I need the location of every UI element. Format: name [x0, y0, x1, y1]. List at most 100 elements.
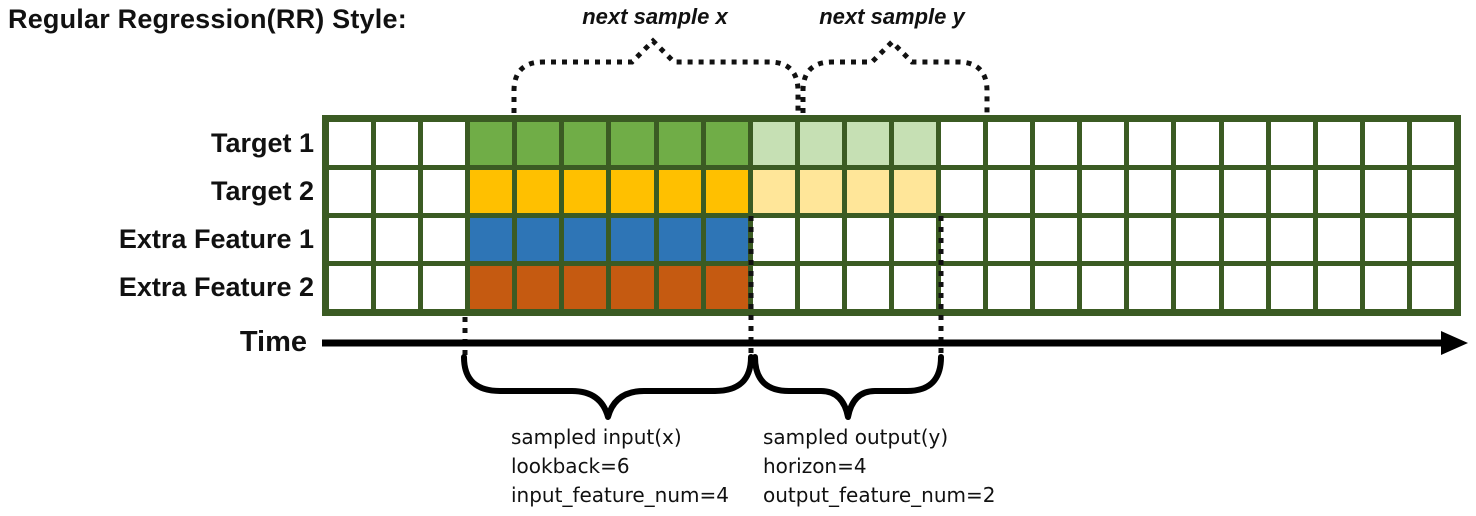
output-feature-num-value: output_feature_num=2 — [763, 483, 996, 507]
grid-cell — [1035, 266, 1078, 309]
grid-cell — [799, 266, 842, 309]
grid-cell — [517, 122, 560, 165]
grid-cell — [1082, 170, 1125, 213]
grid-cell — [1411, 266, 1454, 309]
grid-cell — [470, 170, 513, 213]
sampled-output-title: sampled output(y) — [763, 425, 949, 449]
next-sample-x-label: next sample x — [582, 4, 728, 29]
grid-cell — [1317, 218, 1360, 261]
grid-cell — [517, 266, 560, 309]
next-sample-x-brace — [511, 37, 801, 113]
grid-cell — [611, 122, 654, 165]
grid-cell — [752, 122, 795, 165]
grid-cell — [799, 122, 842, 165]
grid-cell — [705, 266, 748, 309]
grid-cell — [705, 218, 748, 261]
row-label: Target 1 — [210, 128, 314, 158]
grid-cell — [988, 266, 1031, 309]
grid-cell — [376, 266, 419, 309]
grid-cell — [564, 266, 607, 309]
sampled-input-brace — [461, 354, 754, 420]
grid-cell — [941, 266, 984, 309]
grid-cell — [846, 266, 889, 309]
grid-cell — [517, 218, 560, 261]
grid-cell — [705, 122, 748, 165]
grid-cell — [1364, 218, 1407, 261]
grid-cell — [1035, 218, 1078, 261]
grid-cell — [1270, 170, 1313, 213]
grid-cell — [1223, 218, 1266, 261]
grid-cell — [564, 170, 607, 213]
row-label: Extra Feature 1 — [118, 224, 314, 254]
grid-cell — [329, 218, 372, 261]
grid-cell — [941, 218, 984, 261]
grid-cell — [893, 218, 937, 261]
grid-cell — [470, 122, 513, 165]
row-label: Target 2 — [210, 176, 314, 206]
grid-cell — [564, 122, 607, 165]
grid-cell — [376, 122, 419, 165]
grid-cell — [376, 170, 419, 213]
row-label: Extra Feature 2 — [118, 272, 314, 302]
grid-cell — [1129, 266, 1172, 309]
grid-cell — [752, 218, 795, 261]
next-sample-y-brace — [800, 38, 990, 113]
grid-cell — [423, 266, 466, 309]
grid-cell — [658, 170, 701, 213]
grid-cell — [1270, 122, 1313, 165]
grid-cell — [329, 122, 372, 165]
grid-cell — [1223, 122, 1266, 165]
grid-cell — [1082, 122, 1125, 165]
sampled-input-title: sampled input(x) — [511, 425, 682, 449]
grid-cell — [1223, 170, 1266, 213]
grid-cell — [1317, 122, 1360, 165]
grid-cell — [423, 218, 466, 261]
grid-cell — [752, 170, 795, 213]
grid-cell — [941, 170, 984, 213]
grid-cell — [564, 218, 607, 261]
sampled-input-annotation: sampled input(x) lookback=6 input_featur… — [511, 423, 729, 510]
grid-cell — [799, 170, 842, 213]
grid-cell — [1176, 122, 1219, 165]
grid-cell — [1270, 266, 1313, 309]
grid-cell — [423, 170, 466, 213]
grid-cell — [893, 266, 937, 309]
grid-cell — [988, 218, 1031, 261]
grid-cell — [893, 122, 937, 165]
grid-cell — [1411, 218, 1454, 261]
grid-cell — [329, 266, 372, 309]
grid-cell — [470, 266, 513, 309]
grid-cell — [752, 266, 795, 309]
grid-cell — [376, 218, 419, 261]
grid-cell — [611, 218, 654, 261]
grid-cell — [1082, 218, 1125, 261]
grid-cell — [705, 170, 748, 213]
grid-cell — [1035, 170, 1078, 213]
horizon-value: horizon=4 — [763, 454, 867, 478]
grid-cell — [658, 266, 701, 309]
diagram-title: Regular Regression(RR) Style: — [8, 4, 407, 34]
grid-cell — [611, 266, 654, 309]
grid-cell — [1176, 170, 1219, 213]
grid-cell — [611, 170, 654, 213]
grid-cell — [1035, 122, 1078, 165]
sampled-output-annotation: sampled output(y) horizon=4 output_featu… — [763, 423, 996, 510]
grid-cell — [423, 122, 466, 165]
grid-cell — [1317, 170, 1360, 213]
grid-cell — [1364, 170, 1407, 213]
grid-cell — [658, 122, 701, 165]
grid-cell — [517, 170, 560, 213]
grid-cell — [1270, 218, 1313, 261]
next-sample-y-label: next sample y — [819, 4, 965, 29]
grid-cell — [1082, 266, 1125, 309]
input-feature-num-value: input_feature_num=4 — [511, 483, 729, 507]
grid-cell — [1129, 170, 1172, 213]
sampled-output-brace — [752, 354, 944, 420]
grid-cell — [1317, 266, 1360, 309]
grid — [322, 115, 1461, 316]
grid-cell — [658, 218, 701, 261]
grid-cell — [988, 122, 1031, 165]
time-axis-label: Time — [239, 326, 307, 358]
grid-cell — [1411, 122, 1454, 165]
